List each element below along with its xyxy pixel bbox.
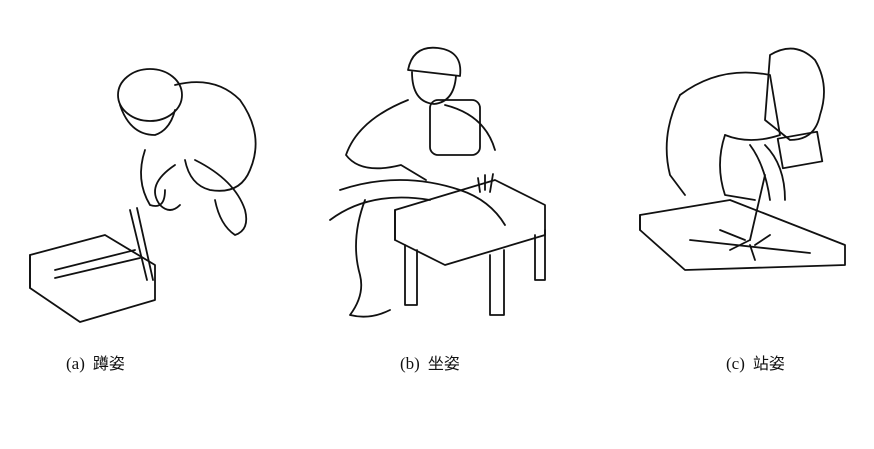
squatting-welder-illustration <box>29 68 257 323</box>
caption-c: (c) 站姿 <box>726 350 785 374</box>
caption-b-label: (b) <box>400 354 420 373</box>
caption-a-title: 蹲姿 <box>92 354 125 373</box>
caption-c-label: (c) <box>726 354 745 373</box>
caption-c-title: 站姿 <box>752 354 785 373</box>
caption-b: (b) 坐姿 <box>400 350 460 374</box>
caption-b-title: 坐姿 <box>427 354 460 373</box>
standing-welder-illustration <box>639 47 846 271</box>
sitting-welder-illustration <box>329 46 546 318</box>
caption-a: (a) 蹲姿 <box>66 350 125 374</box>
caption-a-label: (a) <box>66 354 85 373</box>
